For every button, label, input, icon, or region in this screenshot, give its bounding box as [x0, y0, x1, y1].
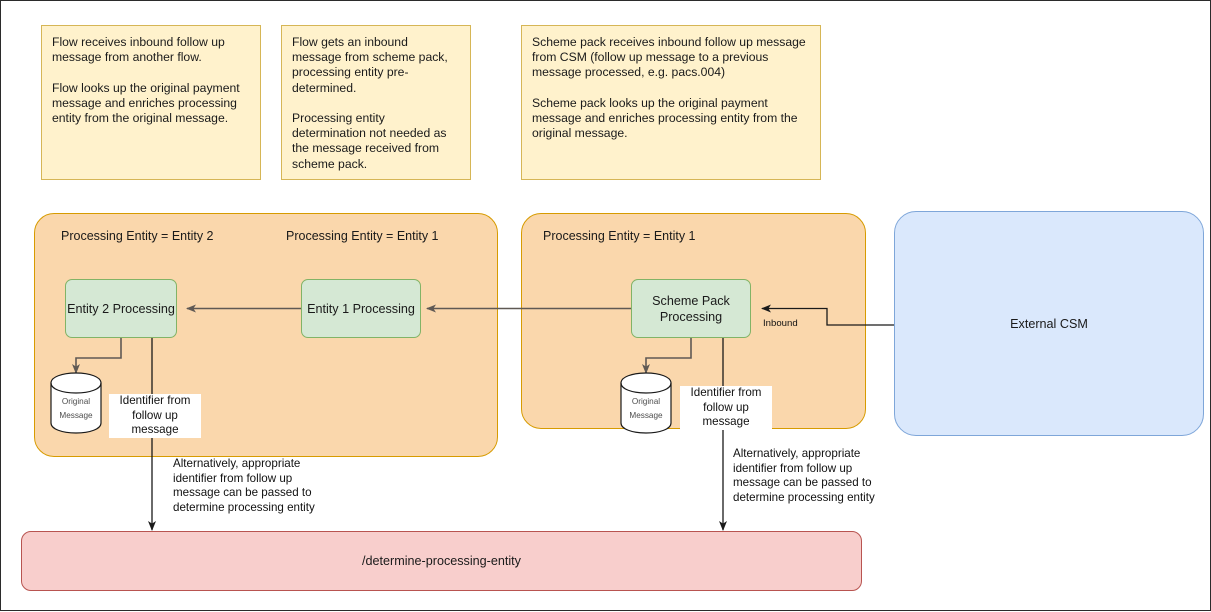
external-csm[interactable]: External CSM [894, 211, 1204, 436]
entity-1-processing-label: Entity 1 Processing [307, 301, 415, 316]
original-message-left-line1: Original [61, 397, 91, 406]
determine-processing-entity-label: /determine-processing-entity [362, 554, 521, 568]
identifier-label-right: Identifier from follow up message [680, 386, 772, 430]
note-flow-inbound: Flow receives inbound follow up message … [41, 25, 261, 180]
identifier-label-left: Identifier from follow up message [109, 394, 201, 438]
original-message-right-line2: Message [629, 411, 663, 420]
entity-1-processing[interactable]: Entity 1 Processing [301, 279, 421, 338]
note-scheme-pack-inbound: Flow gets an inbound message from scheme… [281, 25, 471, 180]
database-icon [620, 372, 672, 434]
original-message-right-line1: Original [631, 397, 661, 406]
lane-label-entity2: Processing Entity = Entity 2 [61, 229, 214, 243]
original-message-left: Original Message [50, 372, 102, 434]
external-csm-label: External CSM [1010, 316, 1088, 331]
note-csm-inbound: Scheme pack receives inbound follow up m… [521, 25, 821, 180]
alt-note-right: Alternatively, appropriate identifier fr… [733, 447, 875, 504]
entity-2-processing[interactable]: Entity 2 Processing [65, 279, 177, 338]
alt-note-left: Alternatively, appropriate identifier fr… [173, 457, 315, 514]
inbound-label: Inbound [763, 318, 798, 329]
scheme-pack-processing[interactable]: Scheme Pack Processing [631, 279, 751, 338]
scheme-pack-processing-label: Scheme Pack Processing [652, 293, 730, 324]
lane-label-entity1-right: Processing Entity = Entity 1 [543, 229, 696, 243]
entity-2-processing-label: Entity 2 Processing [67, 301, 175, 316]
lane-label-entity1: Processing Entity = Entity 1 [286, 229, 439, 243]
database-icon [50, 372, 102, 434]
determine-processing-entity[interactable]: /determine-processing-entity [21, 531, 862, 591]
original-message-left-line2: Message [59, 411, 93, 420]
original-message-right: Original Message [620, 372, 672, 434]
